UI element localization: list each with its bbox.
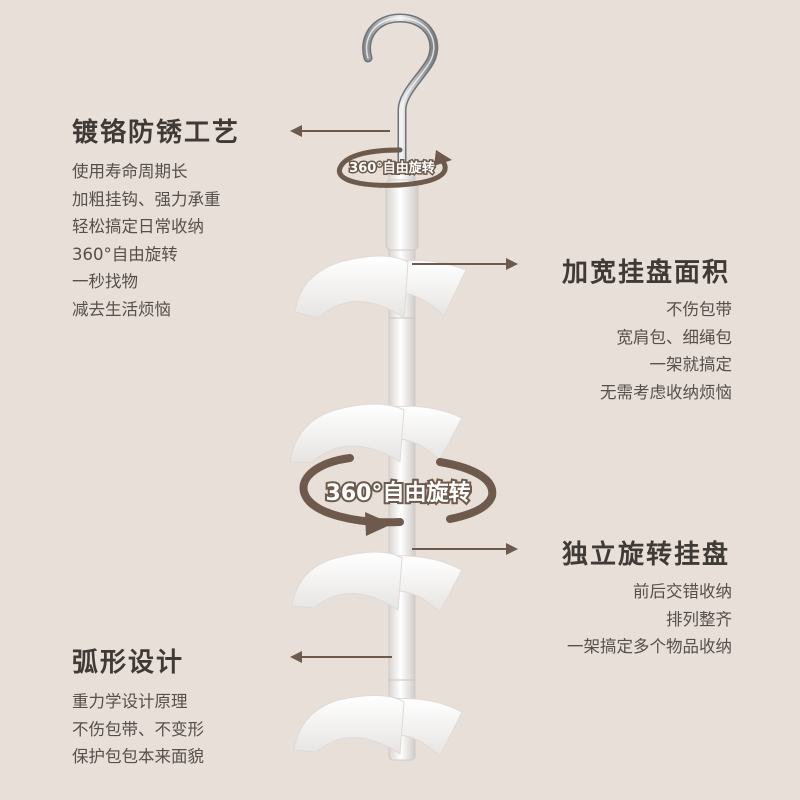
hanger-disc-2 bbox=[289, 403, 463, 463]
feature-item: 重力学设计原理 bbox=[72, 692, 188, 711]
feature-title-wide-disc: 加宽挂盘面积 bbox=[561, 258, 730, 288]
feature-item: 一秒找物 bbox=[72, 272, 138, 291]
feature-item: 宽肩包、细绳包 bbox=[616, 327, 733, 347]
arrow-right-1 bbox=[412, 258, 518, 270]
feature-item: 排列整齐 bbox=[666, 609, 732, 629]
hanger-disc-1 bbox=[294, 255, 467, 319]
rotation-indicator-small: 360°自由旋转 bbox=[336, 147, 452, 188]
feature-title-chrome: 镀铬防锈工艺 bbox=[72, 118, 241, 148]
feature-list-arc: 重力学设计原理 不伤包带、不变形 保护包包本来面貌 bbox=[72, 688, 204, 771]
feature-list-chrome: 使用寿命周期长 加粗挂钩、强力承重 轻松搞定日常收纳 360°自由旋转 一秒找物… bbox=[72, 158, 221, 323]
feature-item: 不伤包带、不变形 bbox=[72, 719, 204, 739]
feature-title-arc: 弧形设计 bbox=[72, 648, 185, 678]
rotation-indicator-large: 360°自由旋转 bbox=[299, 454, 497, 536]
feature-item: 一架就搞定 bbox=[649, 355, 733, 374]
feature-item: 无需考虑收纳烦恼 bbox=[600, 382, 732, 402]
feature-item: 不伤包带 bbox=[666, 300, 732, 319]
feature-item: 360°自由旋转 bbox=[72, 244, 178, 264]
arrow-right-2 bbox=[412, 543, 518, 555]
rotation-label-large: 360°自由旋转 bbox=[326, 480, 471, 506]
feature-item: 减去生活烦恼 bbox=[72, 299, 171, 319]
chrome-hook bbox=[362, 13, 439, 170]
feature-title-rotating-disc: 独立旋转挂盘 bbox=[561, 540, 730, 570]
feature-item: 加粗挂钩、强力承重 bbox=[72, 189, 221, 209]
feature-item: 前后交错收纳 bbox=[633, 582, 732, 601]
feature-list-rotating-disc: 前后交错收纳 排列整齐 一架搞定多个物品收纳 bbox=[567, 578, 732, 661]
rotation-label-small: 360°自由旋转 bbox=[349, 160, 435, 176]
arrow-left-2 bbox=[290, 651, 392, 663]
feature-item: 一架搞定多个物品收纳 bbox=[567, 637, 732, 656]
hanger-disc-4 bbox=[293, 694, 463, 757]
center-pole bbox=[385, 164, 419, 761]
hanger-disc-3 bbox=[291, 551, 463, 613]
feature-list-wide-disc: 不伤包带 宽肩包、细绳包 一架就搞定 无需考虑收纳烦恼 bbox=[600, 296, 732, 406]
feature-item: 保护包包本来面貌 bbox=[72, 747, 204, 766]
feature-item: 轻松搞定日常收纳 bbox=[72, 217, 204, 236]
feature-item: 使用寿命周期长 bbox=[72, 162, 188, 181]
arrow-left-1 bbox=[290, 125, 390, 137]
